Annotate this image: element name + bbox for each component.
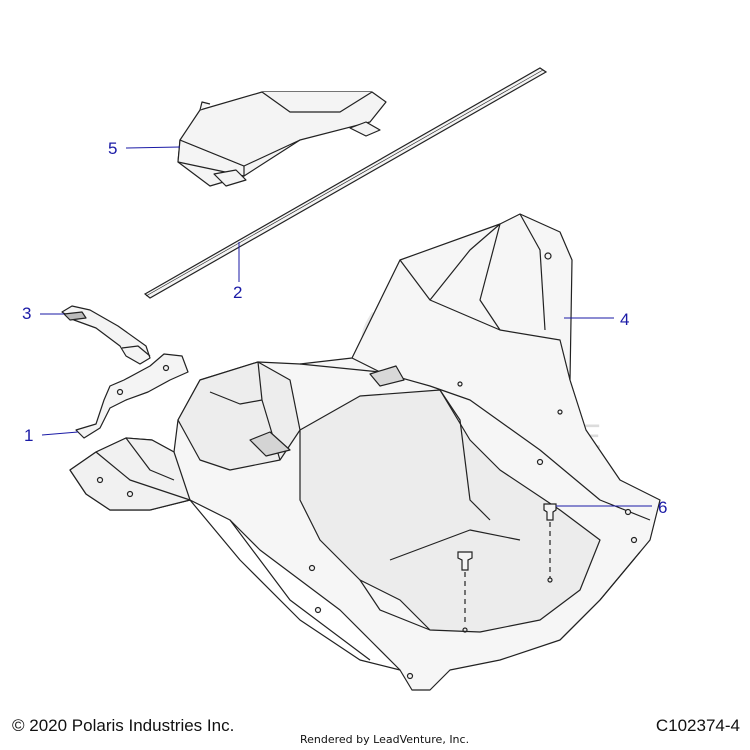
callout-6[interactable]: 6	[658, 498, 668, 517]
callout-3[interactable]: 3	[22, 304, 32, 323]
callout-1[interactable]: 1	[24, 426, 34, 445]
rod-part	[143, 67, 548, 299]
push-rivet-part	[457, 503, 557, 633]
leader-lines	[40, 146, 652, 507]
callout-4[interactable]: 4	[620, 310, 630, 329]
strap-part	[61, 305, 151, 365]
rendered-by-text: Rendered by LeadVenture, Inc.	[300, 733, 470, 746]
copyright-text: © 2020 Polaris Industries Inc.	[12, 716, 235, 735]
leader-line-1	[41, 431, 79, 436]
leader-line-5	[125, 146, 181, 149]
diagram-code: C102374-4	[655, 716, 740, 735]
top-panel-part	[177, 91, 387, 187]
callout-5[interactable]: 5	[108, 139, 118, 158]
body-fender-part	[69, 213, 661, 691]
bracket-part	[75, 353, 189, 439]
callout-2[interactable]: 2	[233, 283, 243, 302]
